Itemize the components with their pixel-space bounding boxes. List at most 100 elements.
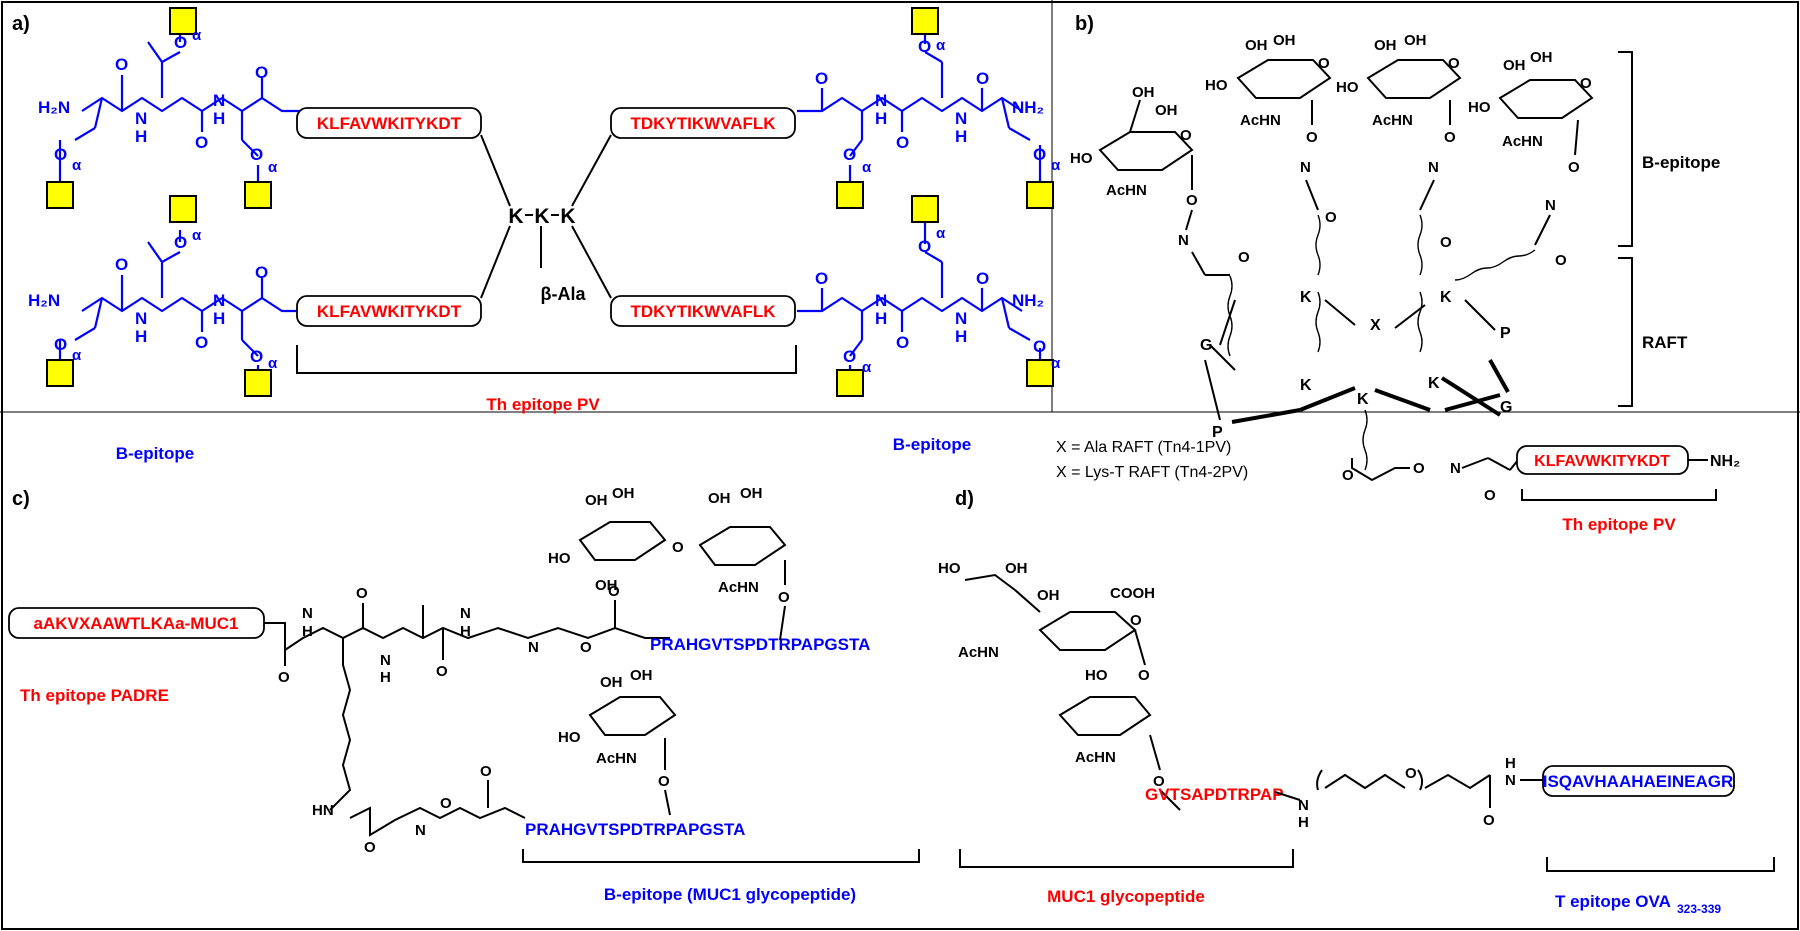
h-label: H bbox=[135, 327, 147, 346]
linker-bottom bbox=[1362, 409, 1368, 471]
n-label: N bbox=[1450, 460, 1461, 477]
legend-line-2: X = Lys-T RAFT (Tn4-2PV) bbox=[1056, 464, 1248, 481]
nh2-label: NH₂ bbox=[1710, 453, 1740, 470]
o-label: O bbox=[896, 333, 909, 352]
th-epitope-pv-label: Th epitope PV bbox=[486, 395, 600, 414]
alpha-label: α bbox=[72, 347, 82, 364]
achn-label: AcHN bbox=[1372, 112, 1413, 129]
ho-label: HO bbox=[558, 729, 581, 746]
sialic-acid: HO OH OH COOH AcHN HO O O bbox=[938, 560, 1155, 684]
o-label: O bbox=[843, 347, 856, 366]
peptide-box bbox=[296, 295, 482, 327]
th-bracket bbox=[296, 345, 797, 374]
p-label: P bbox=[1212, 424, 1223, 441]
galnac-ring-4: OH OH HO AcHN O O N O bbox=[1468, 49, 1594, 269]
galnac-ring-3: OH OH HO AcHN O O N O bbox=[1336, 32, 1462, 251]
cooh-label: COOH bbox=[1110, 585, 1155, 602]
linker-k bbox=[1315, 291, 1321, 353]
o-label: O bbox=[1555, 252, 1567, 269]
linker-3 bbox=[1417, 214, 1423, 276]
o-label: O bbox=[778, 589, 790, 606]
o-label: O bbox=[1033, 337, 1046, 356]
o-label: O bbox=[54, 145, 67, 164]
oh-label: OH bbox=[1374, 37, 1397, 54]
o-label: O bbox=[815, 269, 828, 288]
alpha-label: α bbox=[192, 27, 202, 44]
panel-b-label: b) bbox=[1075, 13, 1094, 35]
hn-label: HN bbox=[312, 802, 334, 819]
k-label: K bbox=[1440, 289, 1452, 306]
o-label: O bbox=[1405, 765, 1417, 782]
o-label: O bbox=[255, 63, 268, 82]
o-label: O bbox=[672, 539, 684, 556]
o-label: O bbox=[896, 133, 909, 152]
achn-label: AcHN bbox=[958, 644, 999, 661]
n-label: N bbox=[1300, 159, 1311, 176]
o-label: O bbox=[364, 839, 376, 856]
muc1-glycopeptide-seq: GVTSAPDTRPAP bbox=[1145, 785, 1284, 804]
h-label: H bbox=[1505, 755, 1516, 772]
achn-label: AcHN bbox=[1106, 182, 1147, 199]
o-label: O bbox=[918, 237, 931, 256]
linker-2 bbox=[1315, 214, 1321, 276]
o-label: O bbox=[1325, 209, 1337, 226]
ho-label: HO bbox=[1336, 79, 1359, 96]
t-epitope-subscript: 323-339 bbox=[1677, 902, 1721, 916]
o-label: O bbox=[1033, 145, 1046, 164]
h-label: H bbox=[955, 327, 967, 346]
g-label: G bbox=[1500, 399, 1512, 416]
n-label: N bbox=[1298, 797, 1309, 814]
ova-box bbox=[1542, 765, 1735, 797]
peptide-tdk-top: TDKYTIKWVAFLK bbox=[630, 114, 776, 133]
ho-label: HO bbox=[548, 550, 571, 567]
o-label: O bbox=[1484, 487, 1496, 504]
lysine-k: K bbox=[534, 205, 549, 228]
h-label: H bbox=[213, 309, 225, 328]
lysine-k: K bbox=[508, 205, 523, 228]
o-label: O bbox=[195, 133, 208, 152]
o-label: O bbox=[174, 233, 187, 252]
b-epitope-muc1-label: B-epitope (MUC1 glycopeptide) bbox=[604, 885, 856, 904]
oh-label: OH bbox=[600, 674, 623, 691]
achn-label: AcHN bbox=[718, 579, 759, 596]
o-label: O bbox=[278, 669, 290, 686]
peg-chain bbox=[1324, 773, 1406, 790]
k-label: K bbox=[1357, 391, 1369, 408]
raft-bracket bbox=[1618, 257, 1633, 407]
oh-label: OH bbox=[1273, 32, 1296, 49]
ho-label: HO bbox=[1070, 150, 1093, 167]
o-label: O bbox=[815, 69, 828, 88]
o-label: O bbox=[115, 255, 128, 274]
tn-cluster-top-left: H₂N O O N H O α O N H O α O α bbox=[38, 7, 300, 209]
n-label: N bbox=[1428, 159, 1439, 176]
panel-a-label: a) bbox=[12, 13, 30, 35]
h-label: H bbox=[213, 109, 225, 128]
peptide-klf-bottom: KLFAVWKITYKDT bbox=[317, 302, 462, 321]
peptide-box bbox=[610, 107, 796, 139]
o-label: O bbox=[1238, 249, 1250, 266]
b-epitope-bracket bbox=[522, 849, 920, 863]
o-label: O bbox=[976, 269, 989, 288]
k-label: K bbox=[1428, 375, 1440, 392]
pv-peptide: KLFAVWKITYKDT bbox=[1534, 453, 1670, 470]
o-label: O bbox=[608, 583, 620, 600]
oh-label: OH bbox=[630, 667, 653, 684]
o-label: O bbox=[1580, 75, 1592, 92]
h-label: H bbox=[380, 669, 391, 686]
b-epitope-label-left: B-epitope bbox=[116, 444, 194, 463]
ho-label: HO bbox=[1085, 667, 1108, 684]
nh-label: N bbox=[875, 91, 887, 110]
t-epitope-bracket bbox=[1546, 857, 1775, 872]
peptide-box bbox=[296, 107, 482, 139]
propanoyl-chain bbox=[1424, 773, 1491, 790]
h-label: H bbox=[955, 127, 967, 146]
linker-4 bbox=[1454, 249, 1536, 281]
muc1-seq-bottom: PRAHGVTSPDTRPAPGSTA bbox=[525, 820, 745, 839]
nh-label: N bbox=[213, 291, 225, 310]
o-label: O bbox=[115, 55, 128, 74]
h-label: H bbox=[460, 623, 471, 640]
tn-cluster-bottom-right: O N H O N H O α O NH₂ O α O α bbox=[797, 195, 1061, 397]
raft-ring: G K X K P P K K K G bbox=[1200, 289, 1512, 471]
peptide-tdk-bottom: TDKYTIKWVAFLK bbox=[630, 302, 776, 321]
